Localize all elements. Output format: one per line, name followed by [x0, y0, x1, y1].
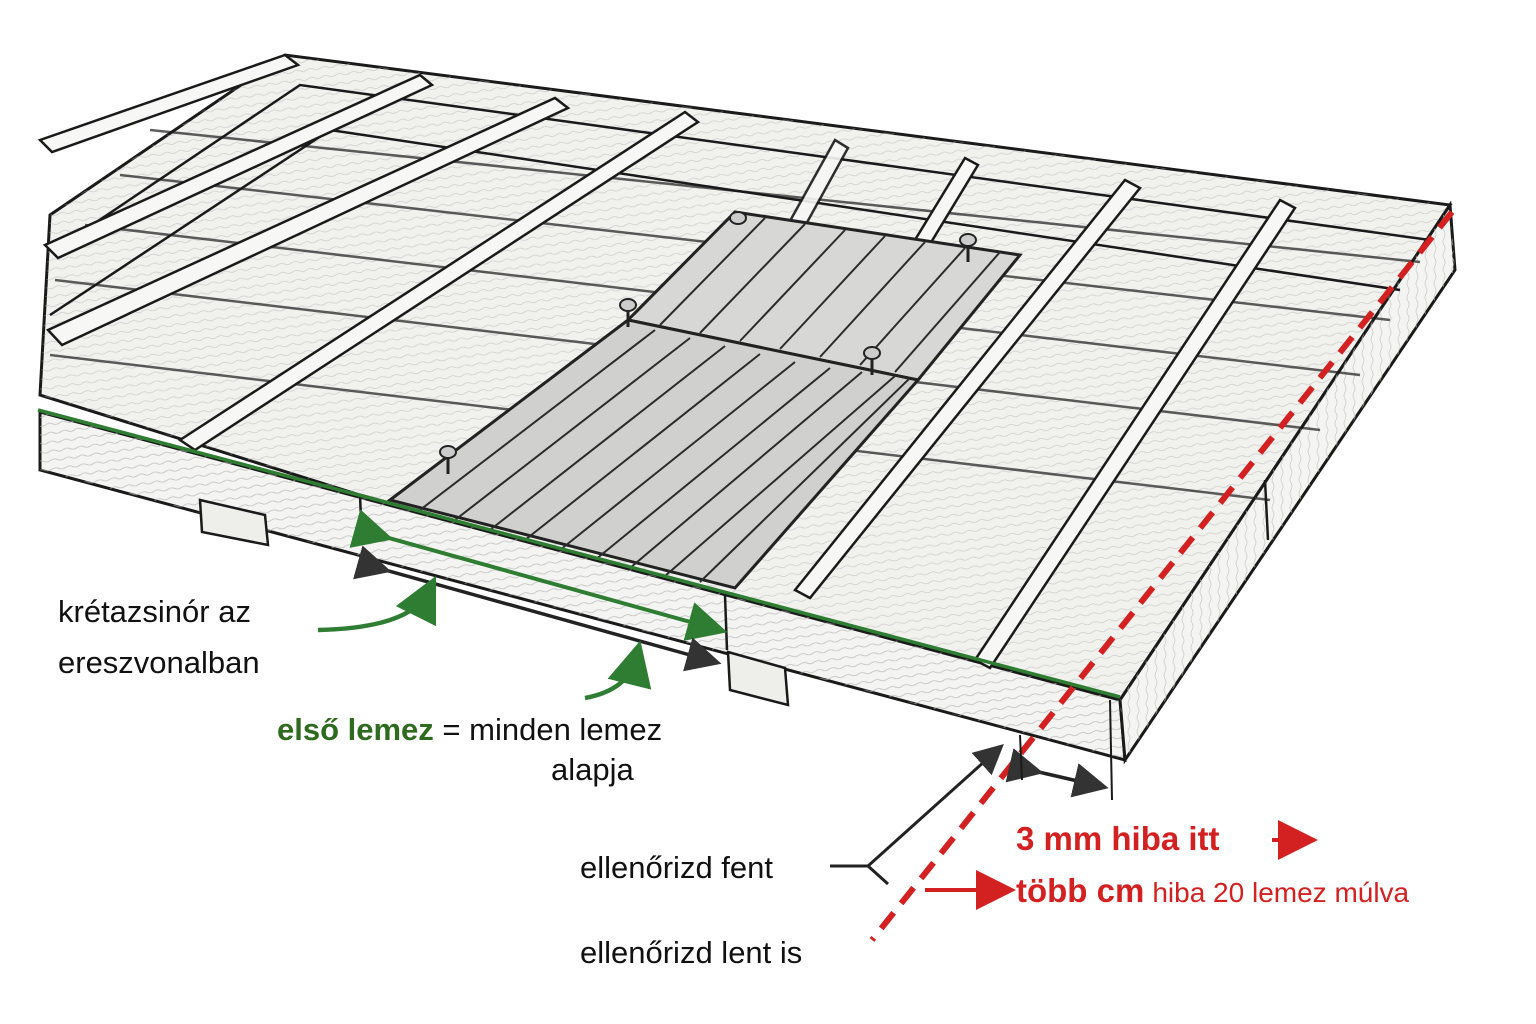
battens — [37, 53, 1297, 670]
arrow-icon — [317, 575, 437, 633]
alignment-error-line — [869, 210, 1455, 942]
chalk-line-label-line2: ereszvonalban — [58, 645, 260, 680]
check-top-label: ellenőrizd fent — [580, 850, 773, 885]
check-bracket — [830, 743, 1004, 886]
error-later-rest: hiba 20 lemez múlva — [1152, 877, 1409, 908]
screw-icon — [863, 346, 881, 375]
sheet-ribs — [419, 217, 1001, 583]
first-sheet-label: első lemez = minden lemez — [277, 712, 662, 747]
first-sheet-label-rest: = minden lemez — [434, 712, 662, 747]
arrow-icon — [584, 640, 652, 701]
first-sheet-label-line2: alapja — [551, 752, 634, 787]
chalk-line-label-line1: krétazsinór az — [58, 594, 251, 629]
screw-icon — [959, 233, 977, 262]
error-later-label: több cm hiba 20 lemez múlva — [1016, 872, 1410, 909]
joist-end — [726, 650, 790, 707]
first-sheet-label-green: első lemez — [277, 712, 434, 747]
screw-icon — [439, 445, 457, 474]
offset-arrow — [1005, 748, 1109, 798]
screw-icon — [619, 298, 637, 327]
error-here-label: 3 mm hiba itt — [1016, 820, 1220, 857]
check-bottom-label: ellenőrizd lent is — [580, 935, 802, 970]
joist-end — [198, 498, 270, 547]
error-later-bold: több cm — [1016, 872, 1144, 909]
screw-icon — [729, 211, 747, 225]
